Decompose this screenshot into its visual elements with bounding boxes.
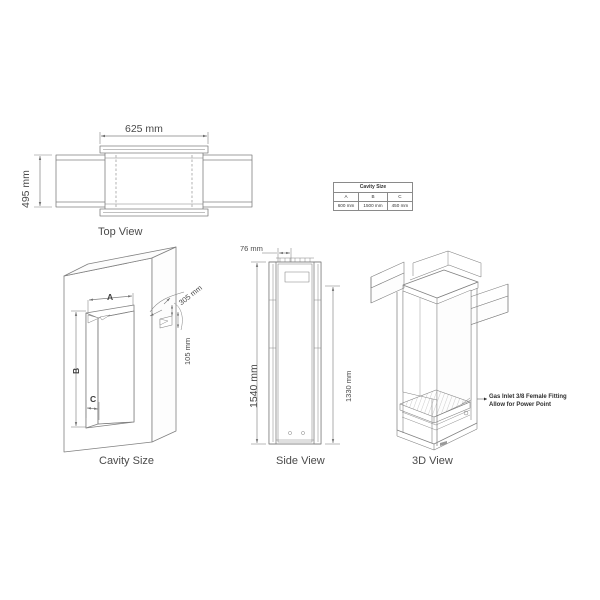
top-view-geometry [34,132,253,217]
side-view-top-width-dimension: 76 mm [240,244,263,253]
top-view-height-dimension: 495 mm [20,170,32,208]
cavity-offset-annotation: 105 mm [183,337,192,365]
cavity-table-header-c: C [386,191,414,202]
three-d-view-geometry [370,250,509,451]
gas-inlet-note: Gas Inlet 3/8 Female Fitting Allow for P… [489,393,567,409]
cavity-size-caption: Cavity Size [99,455,155,467]
cavity-size-table: Cavity Size A B C 600 mm 1500 mm 450 mm [332,182,414,211]
cavity-size-geometry [63,246,185,453]
side-view-inner-height-dimension: 1330 mm [344,370,353,402]
side-view-caption: Side View [276,455,325,467]
gas-inlet-note-line-1: Gas Inlet 3/8 Female Fitting [489,394,567,400]
cavity-table-value-c: 450 mm [386,200,414,211]
side-view-overall-height-dimension: 1540 mm [248,364,260,408]
gas-inlet-note-line-2: Allow for Power Point [489,402,552,409]
side-view-geometry [251,248,340,445]
table-row: 600 mm 1500 mm 450 mm [332,200,414,211]
cavity-label-a: A [107,292,114,302]
cavity-table-value-a: 600 mm [332,200,360,211]
cavity-label-b: B [71,367,81,374]
cavity-label-c: C [90,394,97,404]
cavity-table-title: Cavity Size [333,182,413,193]
three-d-view-caption: 3D View [412,455,453,467]
cavity-table-header-a: A [332,191,360,202]
cavity-table-value-b: 1500 mm [358,200,388,211]
cavity-table-header-b: B [358,191,388,202]
top-view-width-dimension: 625 mm [125,123,163,135]
top-view-caption: Top View [98,226,143,238]
